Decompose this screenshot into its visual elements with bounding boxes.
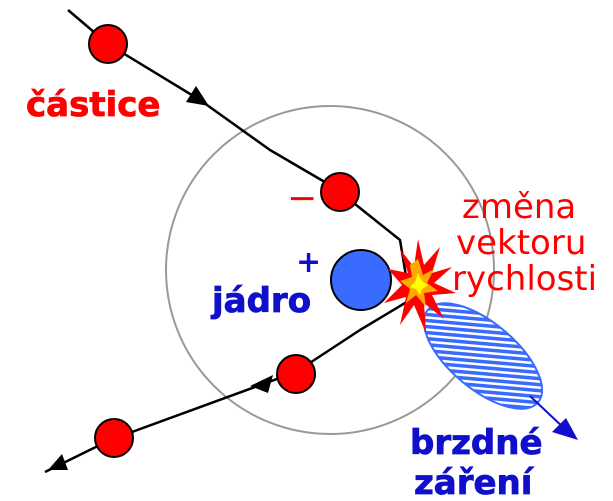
radiation-cloud: [422, 302, 544, 410]
atom-orbit: [165, 105, 495, 435]
burst-icon: [384, 239, 456, 333]
arrowhead-icon: [186, 86, 209, 106]
particle: [276, 354, 316, 394]
particle: [88, 24, 128, 64]
nucleus-label: jádro: [210, 281, 311, 321]
bremsstrahlung-label-line1: brzdné: [410, 423, 543, 463]
particle: [320, 172, 360, 212]
particle-label: částice: [26, 85, 160, 125]
plus-sign: +: [296, 245, 321, 280]
bremsstrahlung-label-line2: záření: [414, 463, 535, 501]
minus-sign: −: [287, 178, 317, 219]
particle-trajectory: [44, 9, 412, 474]
particle: [94, 418, 134, 458]
arrowhead-icon: [552, 418, 578, 440]
arrowhead-icon: [250, 375, 273, 393]
change-label-line1: změna: [462, 187, 576, 227]
change-label-line2: vektoru: [456, 223, 586, 263]
arrowhead-icon: [48, 454, 68, 470]
nucleus: [330, 249, 392, 311]
change-label-line3: rychlosti: [452, 259, 597, 299]
